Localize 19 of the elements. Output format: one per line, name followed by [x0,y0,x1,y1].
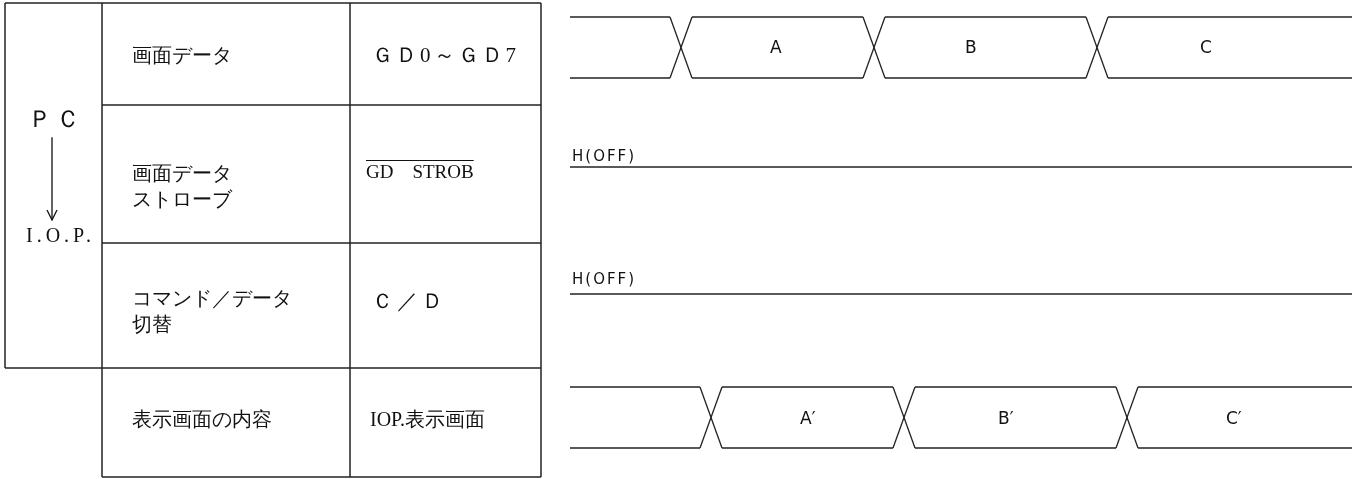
data-value: B [965,36,977,59]
data-value: C′ [1226,407,1242,430]
signal-name: 画面データ [132,43,232,68]
signal-pin: Ｃ／Ｄ [372,288,447,315]
data-value: C [1200,36,1212,59]
level-label: H(OFF) [572,270,637,290]
signal-pin: ＧＤ0～ＧＤ7 [372,42,519,69]
level-label: H(OFF) [572,147,637,167]
data-value: B′ [998,407,1014,430]
signal-direction-label: ＰＣ [28,104,84,136]
arrow [46,136,58,221]
signal-pin: GD STROB [366,160,474,184]
data-value: A [770,36,782,59]
signal-name: 表示画面の内容 [132,407,272,432]
signal-pin: IOP.表示画面 [370,407,485,432]
data-value: A′ [800,407,816,430]
signal-name: 画面データストローブ [132,161,233,212]
signal-name: コマンド／データ切替 [132,286,293,337]
signal-direction-label: I.O.P. [26,222,95,248]
